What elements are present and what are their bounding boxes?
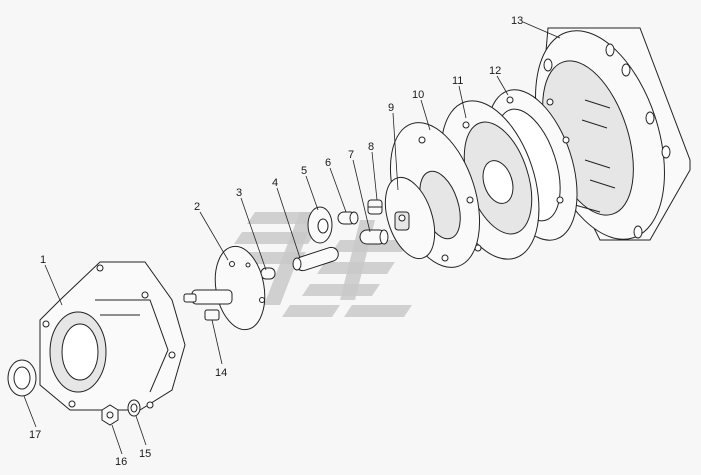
callout-12: 12 bbox=[489, 65, 501, 77]
part-8-pin bbox=[367, 199, 383, 215]
callout-11: 11 bbox=[452, 75, 463, 87]
part-16-nut bbox=[101, 404, 119, 426]
callout-6: 6 bbox=[325, 157, 331, 169]
part-3-roller bbox=[260, 267, 276, 280]
callout-labels: 1 2 3 4 5 6 7 8 9 10 11 12 13 14 15 16 1… bbox=[29, 15, 523, 468]
callout-15: 15 bbox=[139, 448, 151, 460]
callout-1: 1 bbox=[40, 254, 46, 266]
part-15-washer bbox=[127, 399, 141, 417]
part-7-roller bbox=[359, 229, 389, 245]
part-5-cam bbox=[307, 206, 333, 244]
callout-10: 10 bbox=[412, 89, 424, 101]
callout-8: 8 bbox=[368, 141, 374, 153]
callout-7: 7 bbox=[348, 149, 354, 161]
callout-5: 5 bbox=[301, 165, 307, 177]
callout-2: 2 bbox=[194, 201, 200, 213]
part-17-seal-ring bbox=[7, 359, 37, 397]
part-1-cover-housing bbox=[39, 261, 186, 411]
part-2-disc-shaft bbox=[183, 245, 266, 331]
part-6-bushing bbox=[337, 211, 359, 225]
part-4-shaft-pin bbox=[292, 246, 339, 272]
callout-13: 13 bbox=[511, 15, 523, 27]
part-14-key bbox=[204, 309, 220, 321]
callout-4: 4 bbox=[272, 177, 278, 189]
callout-17: 17 bbox=[29, 429, 41, 441]
callout-14: 14 bbox=[215, 367, 227, 379]
callout-3: 3 bbox=[236, 187, 242, 199]
leader-lines bbox=[23, 21, 561, 455]
callout-9: 9 bbox=[388, 102, 394, 114]
callout-16: 16 bbox=[115, 456, 127, 468]
